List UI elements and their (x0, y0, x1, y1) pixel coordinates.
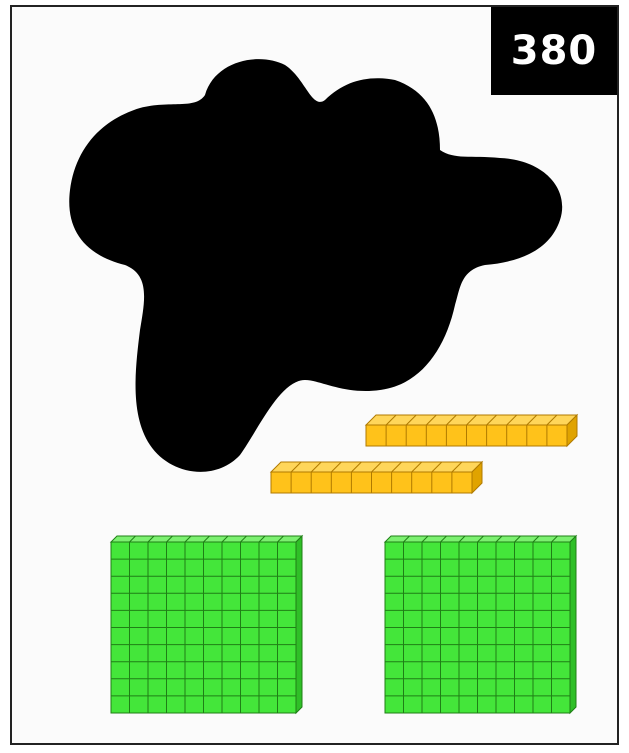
tens-rod (271, 462, 482, 493)
hidden-blocks-blob (69, 59, 562, 472)
hundreds-flat (385, 536, 576, 713)
tens-rod (366, 415, 577, 446)
hundreds-flat (111, 536, 302, 713)
